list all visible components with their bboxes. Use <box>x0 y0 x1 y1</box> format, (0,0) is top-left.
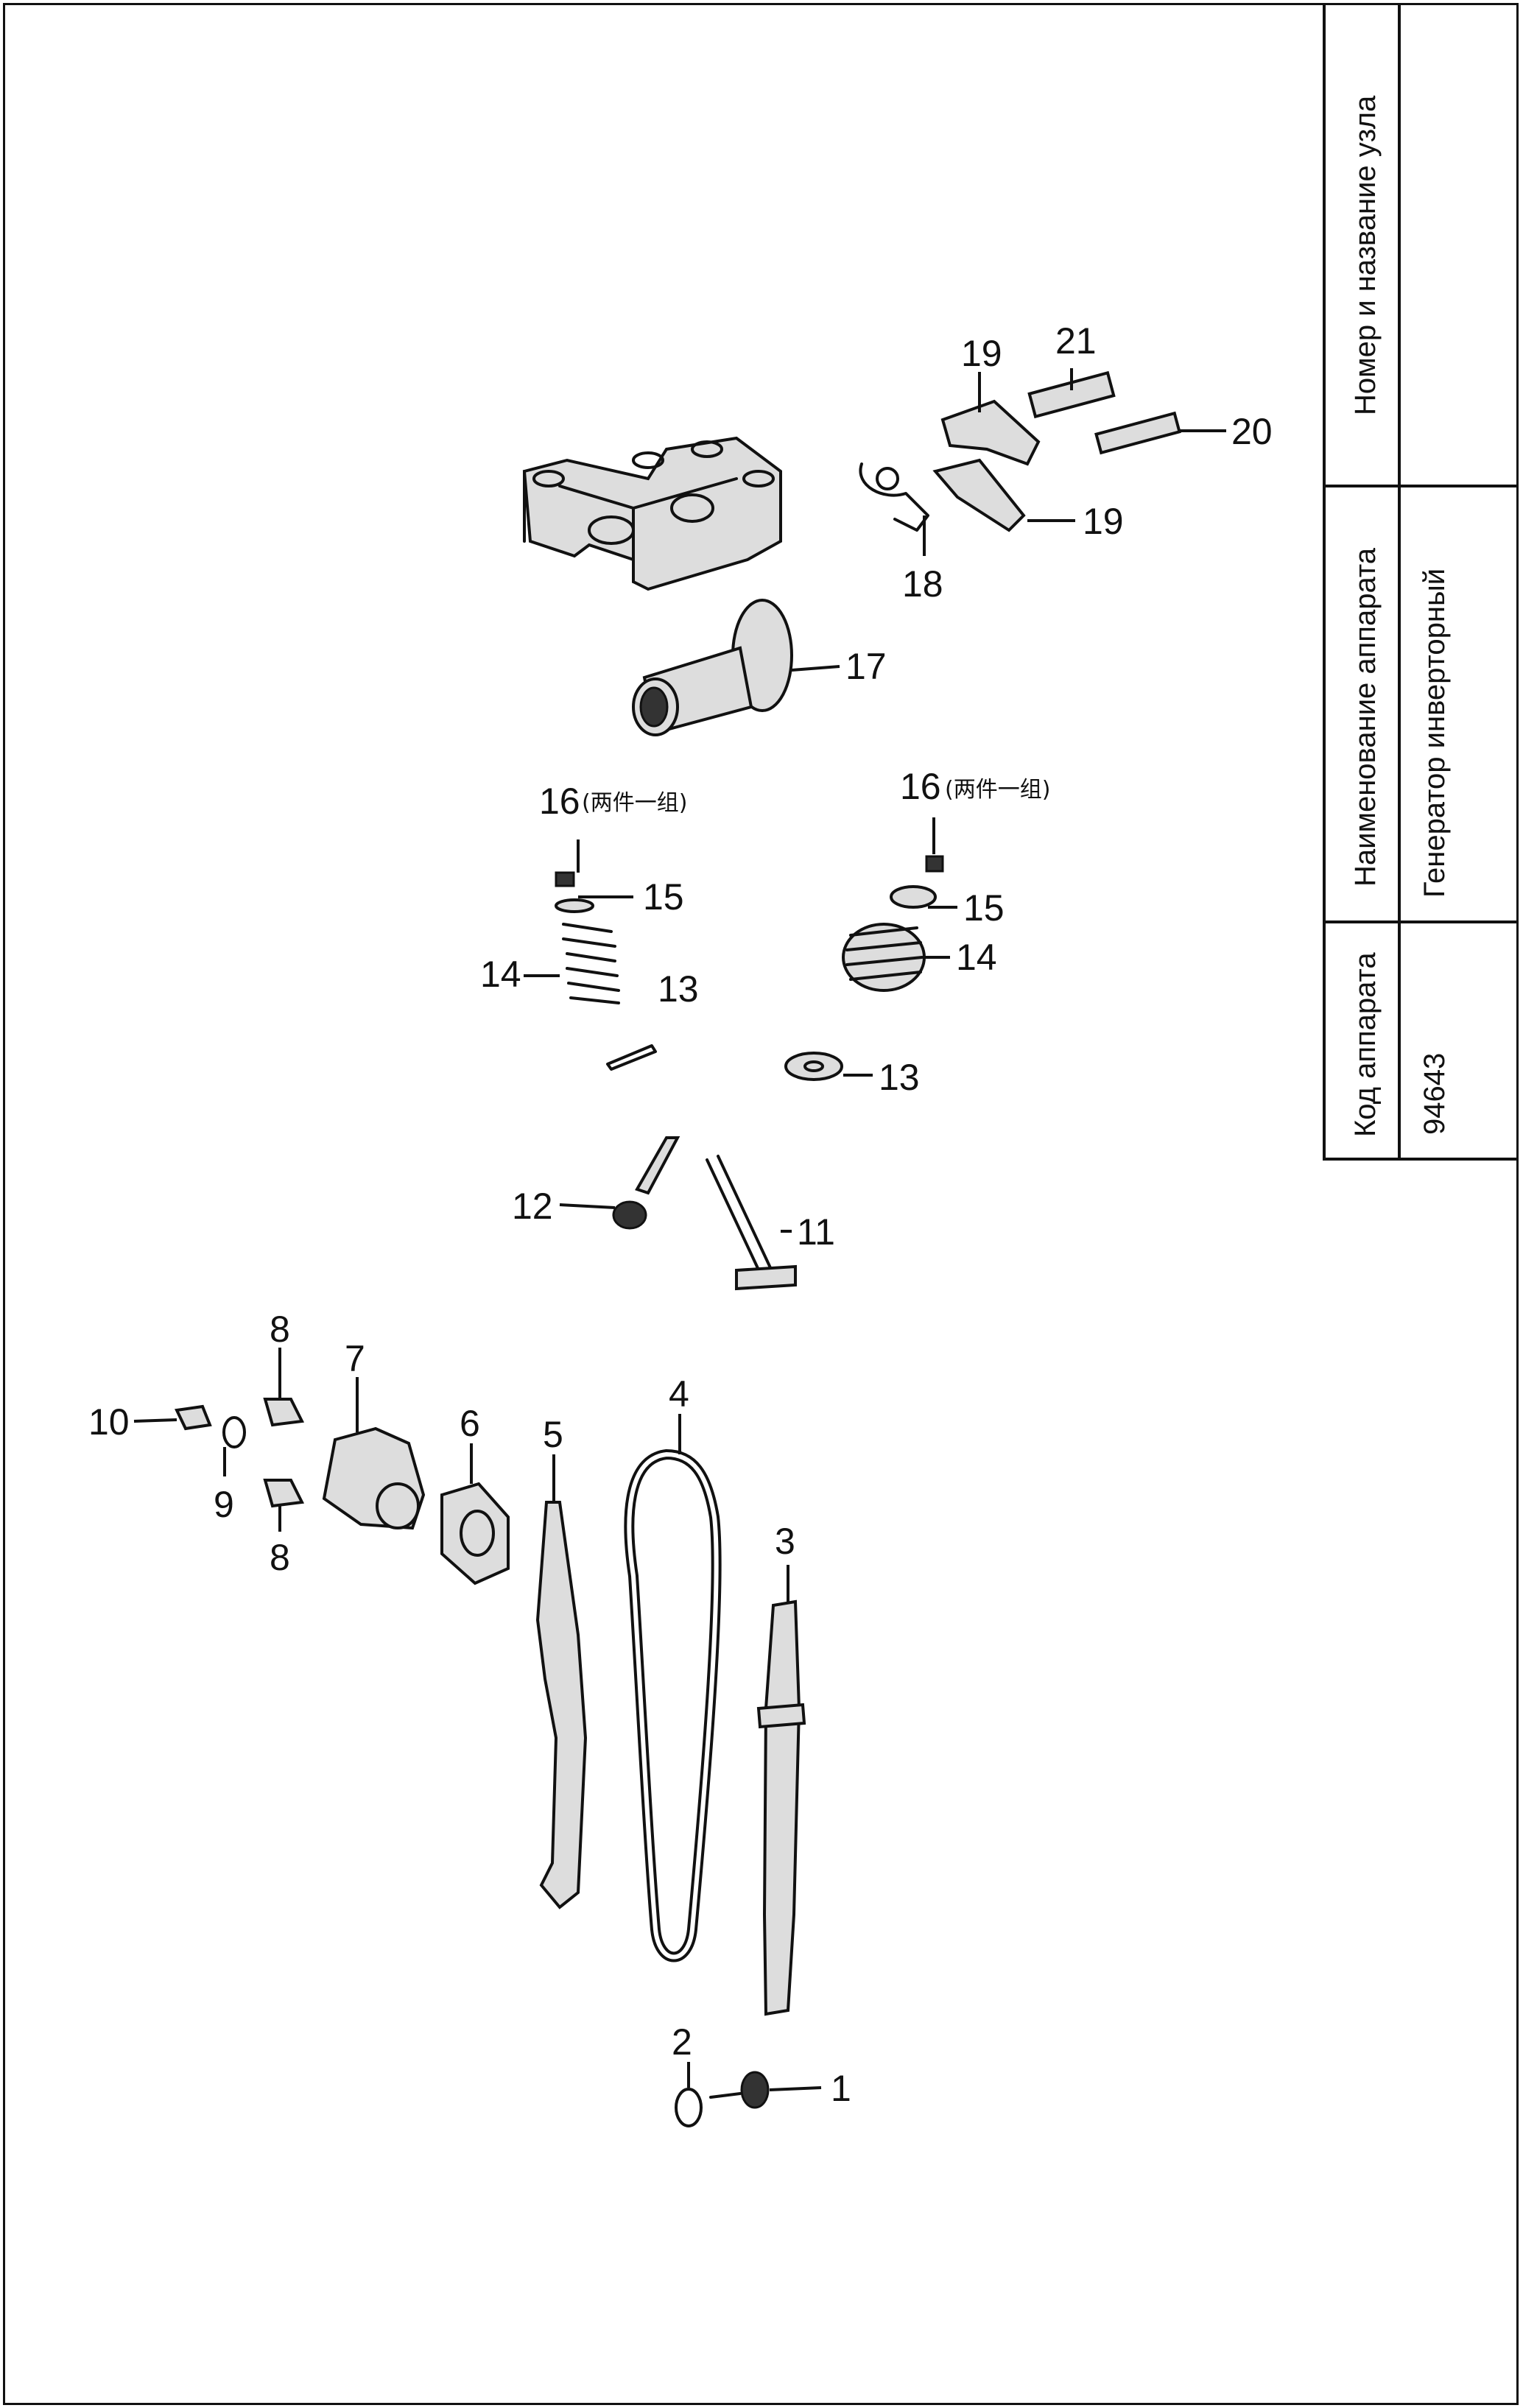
drawing-frame <box>3 3 1519 2405</box>
callout-5: 5 <box>543 1414 563 1455</box>
callout-18: 18 <box>902 563 943 605</box>
callout-10: 10 <box>88 1401 130 1443</box>
node-header: Номер и название узла <box>1349 95 1382 415</box>
callout-19a: 19 <box>961 333 1002 374</box>
leader-lines <box>133 368 1226 2091</box>
valve-train-left <box>555 871 797 1291</box>
callout-14b: 14 <box>956 937 997 978</box>
callout-15a: 15 <box>643 876 684 918</box>
callout-12: 12 <box>512 1186 553 1227</box>
callout-16a: 16 <box>539 781 580 822</box>
callout-9: 9 <box>214 1484 234 1525</box>
callout-3: 3 <box>775 1521 795 1562</box>
callout-15b: 15 <box>963 887 1005 929</box>
callout-2: 2 <box>672 2021 692 2063</box>
callout-19b: 19 <box>1083 501 1124 542</box>
device-name-header: Наименование аппарата <box>1349 548 1382 887</box>
callout-21: 21 <box>1055 320 1097 362</box>
title-block-divider-2 <box>1326 920 1519 923</box>
callout-11: 11 <box>797 1211 835 1253</box>
callout-numbers: 1 2 3 4 5 6 7 8 8 9 10 11 12 13 13 14 14… <box>88 320 1273 2109</box>
callout-6: 6 <box>460 1403 480 1444</box>
callout-8b: 8 <box>270 1537 290 1578</box>
title-block: Номер и название узла Наименование аппар… <box>1323 3 1519 1161</box>
title-block-divider-1 <box>1326 485 1519 487</box>
cam-chain-guide-3 <box>756 1599 806 2016</box>
tensioner-group <box>175 1398 510 1585</box>
camshaft-holder <box>522 436 782 591</box>
valve-train-right <box>784 855 944 1081</box>
rocker-arm-assembly <box>859 370 1181 532</box>
cam-chain-guide-5 <box>535 1501 588 1909</box>
cam-chain-4 <box>624 1449 722 1962</box>
device-name-value: Генератор инверторный <box>1418 568 1451 898</box>
title-block-column-divider <box>1398 3 1401 1158</box>
camshaft-sprocket <box>632 599 793 736</box>
callout-20: 20 <box>1231 411 1273 452</box>
callout-13b: 13 <box>879 1057 920 1098</box>
callout-1: 1 <box>831 2068 851 2109</box>
callout-8a: 8 <box>270 1309 290 1350</box>
callout-17: 17 <box>845 646 887 687</box>
callout-7: 7 <box>345 1338 365 1379</box>
callout-4: 4 <box>669 1373 689 1415</box>
note-16b: (两件一组) <box>945 777 1050 803</box>
device-code-value: 94643 <box>1418 1052 1451 1135</box>
note-16a: (两件一组) <box>582 790 687 816</box>
device-code-header: Код аппарата <box>1349 952 1382 1137</box>
bolt-and-oring <box>675 2071 770 2127</box>
callout-13a: 13 <box>658 968 699 1010</box>
callout-14a: 14 <box>480 954 521 995</box>
callout-16b: 16 <box>900 766 941 807</box>
